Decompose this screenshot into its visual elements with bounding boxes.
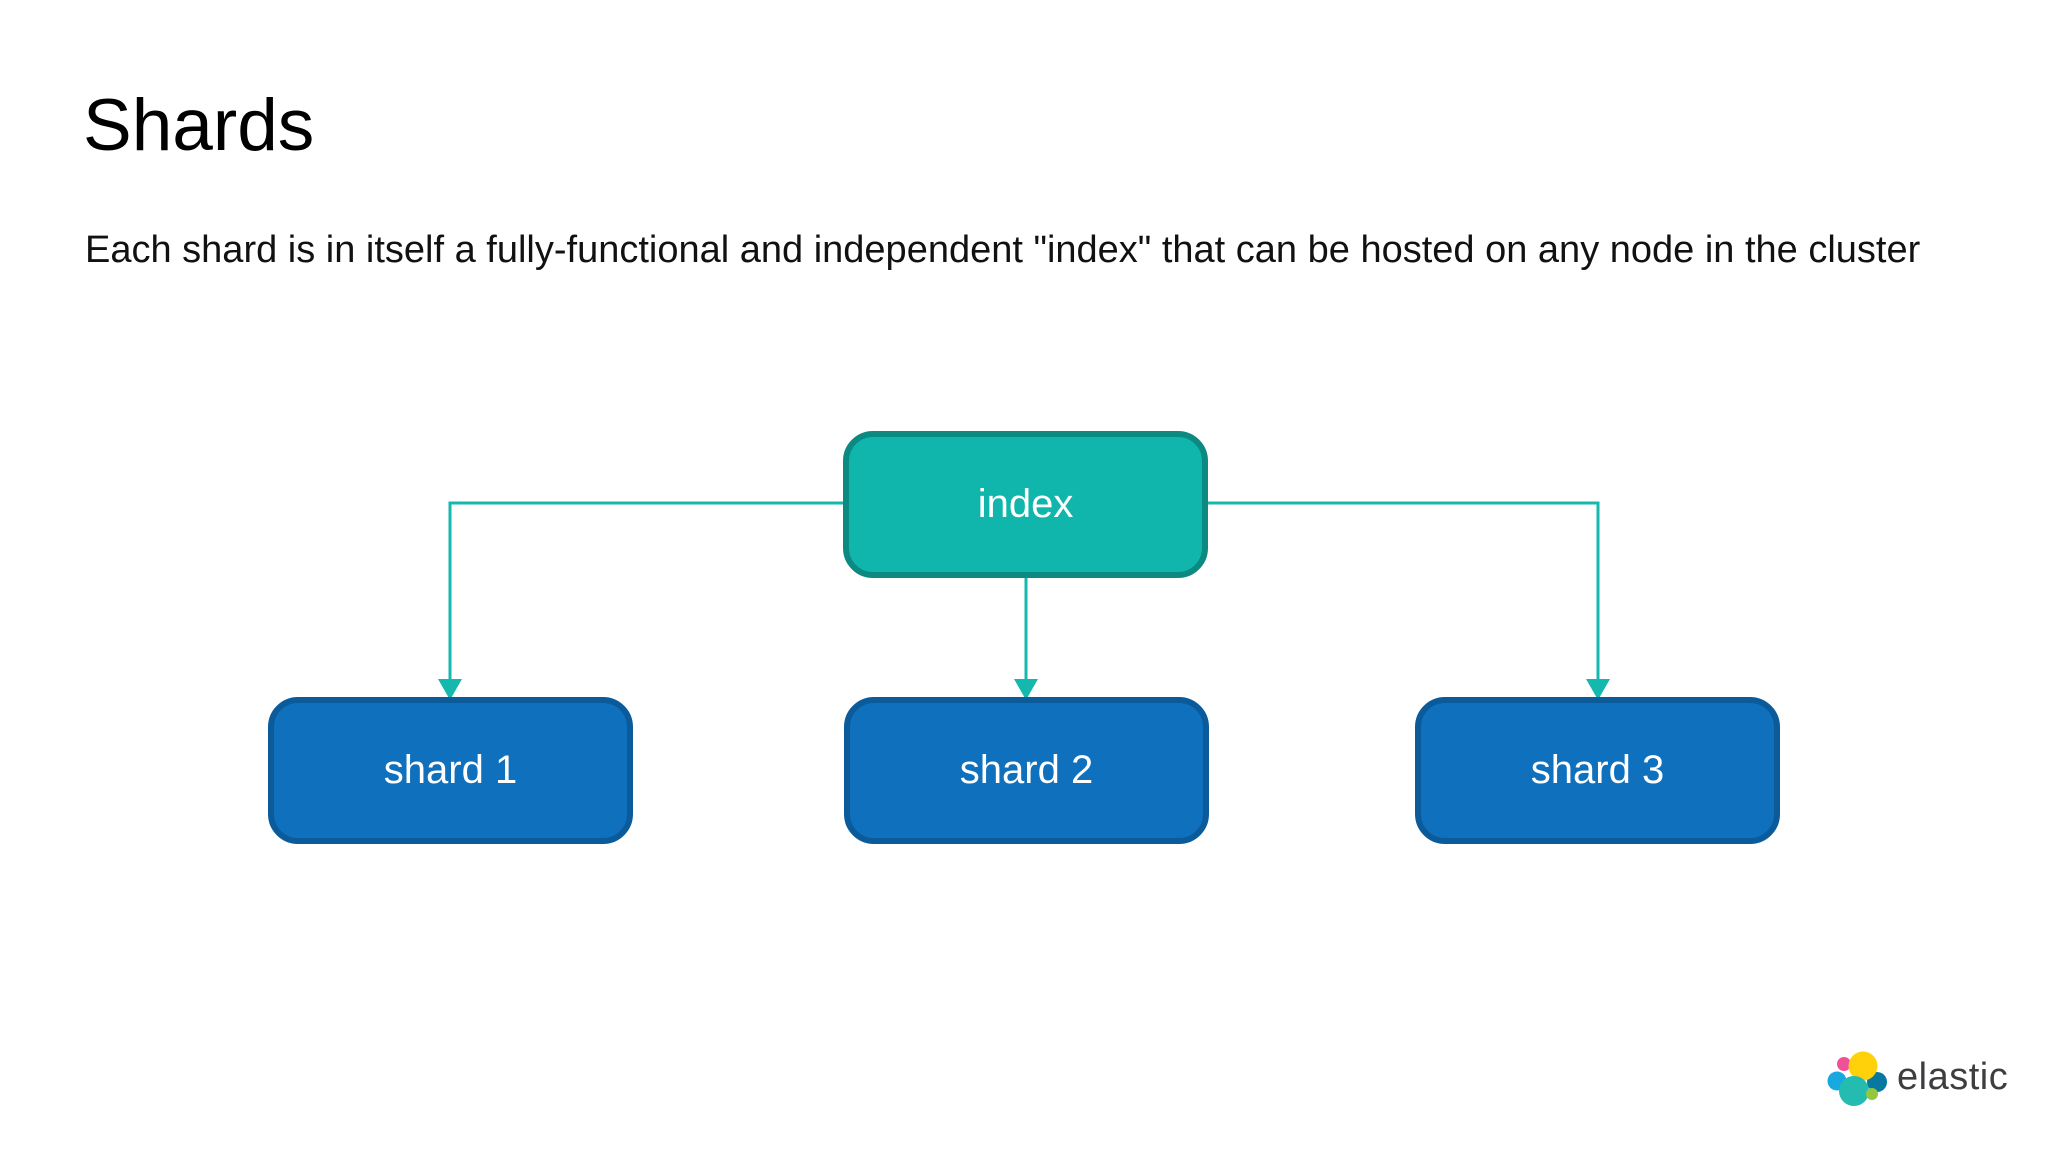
- shard2-node: shard 2: [844, 697, 1209, 844]
- subtitle-text: Each shard is in itself a fully-function…: [85, 229, 1921, 271]
- connector-index-to-shard1: [448, 501, 843, 681]
- logo-teal-circle: [1839, 1076, 1869, 1106]
- logo-pink-circle: [1837, 1057, 1851, 1071]
- elastic-logo: elastic: [1826, 1044, 2008, 1110]
- connector-index-to-shard3: [1208, 501, 1600, 681]
- shard3-node-label: shard 3: [1530, 748, 1665, 792]
- shard1-node-label: shard 1: [383, 748, 518, 792]
- elastic-logo-icon: [1827, 1051, 1887, 1106]
- shard1-node: shard 1: [268, 697, 633, 844]
- index-node-label: index: [977, 482, 1074, 526]
- elastic-logo-text: elastic: [1897, 1055, 2009, 1098]
- page-title: Shards: [83, 85, 315, 166]
- shard2-node-label: shard 2: [959, 748, 1094, 792]
- shard3-node: shard 3: [1415, 697, 1780, 844]
- index-node: index: [843, 431, 1208, 578]
- logo-green-circle: [1866, 1088, 1878, 1100]
- logo-yellow-circle: [1848, 1051, 1878, 1081]
